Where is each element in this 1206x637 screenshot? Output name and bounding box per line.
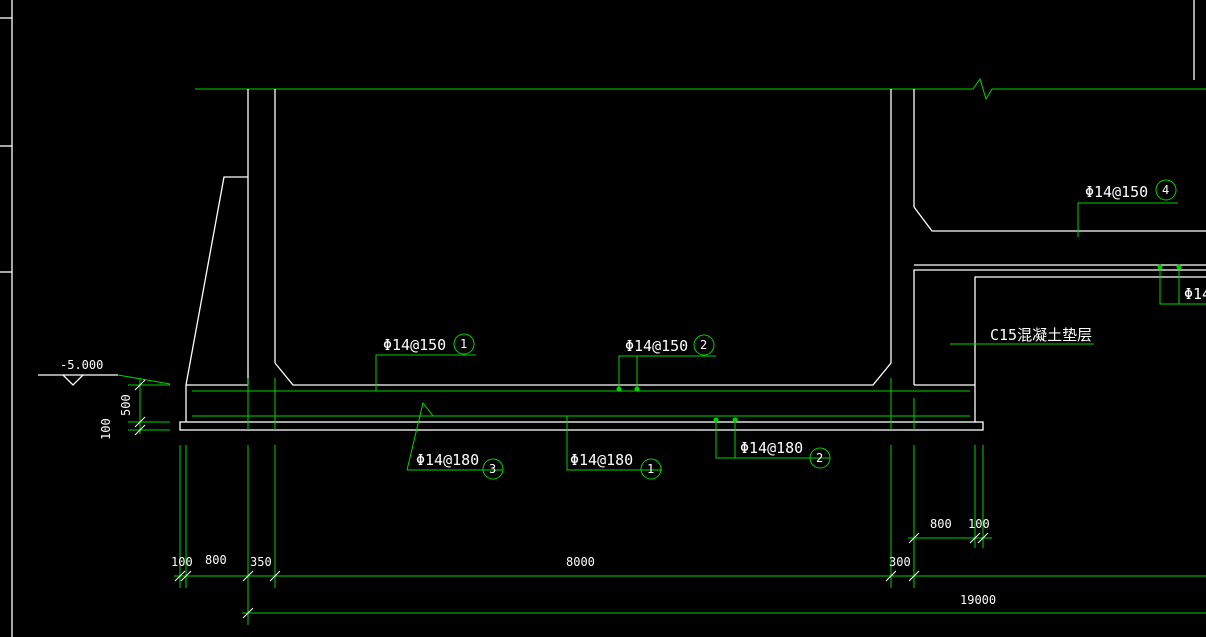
rebar-mark-r4: 4	[1162, 183, 1169, 197]
dim-cushion-thickness: 100	[99, 418, 113, 440]
rebar-label-r2-top: Φ14@150	[625, 337, 688, 355]
right-dimension	[908, 445, 992, 548]
pool-inner	[274, 89, 892, 386]
base-slab	[179, 384, 984, 431]
dim-350: 350	[250, 555, 272, 569]
left-wall	[247, 89, 276, 385]
layer-note: C15混凝土垫层	[990, 326, 1092, 344]
left-slope	[185, 176, 248, 386]
leader-r1-top	[375, 333, 476, 391]
dim-100-left: 100	[171, 555, 193, 569]
dim-100-right: 100	[968, 517, 990, 531]
dim-8000: 8000	[566, 555, 595, 569]
elevation-value: -5.000	[60, 358, 103, 372]
dim-800-right: 800	[930, 517, 952, 531]
rebar-label-r3-bot: Φ14@180	[416, 451, 479, 469]
rebar-label-r1-bot: Φ14@180	[570, 451, 633, 469]
bottom-dimension-chain	[174, 445, 1206, 625]
leader-r4	[1077, 179, 1178, 237]
rebar-mark-r2-bot: 2	[816, 451, 823, 465]
rebar-mark-r1-top: 1	[460, 337, 467, 351]
rebar-mark-r2-top: 2	[700, 338, 707, 352]
dim-19000: 19000	[960, 593, 996, 607]
rebar-mark-r3-bot: 3	[489, 462, 496, 476]
dim-800-left: 800	[205, 553, 227, 567]
elevation-marker	[38, 374, 171, 386]
right-chamber	[913, 264, 1206, 385]
rebar-lines	[192, 378, 970, 430]
rebar-mark-r1-bot: 1	[647, 462, 654, 476]
rebar-label-r1-top: Φ14@150	[383, 336, 446, 354]
top-break-line	[195, 77, 1206, 101]
rebar-label-r2-bot: Φ14@180	[740, 439, 803, 457]
rebar-label-r4: Φ14@150	[1085, 183, 1148, 201]
dim-300: 300	[889, 555, 911, 569]
frame-left	[0, 0, 13, 637]
leader-partial	[1157, 264, 1206, 305]
rebar-label-partial: Φ14	[1184, 285, 1206, 303]
leader-r2-bot	[713, 417, 831, 469]
dim-slab-thickness: 500	[119, 394, 133, 416]
leader-r3-bot	[406, 401, 504, 480]
vertical-dimension	[128, 378, 170, 436]
leader-r1-bot	[566, 416, 662, 480]
right-haunch	[913, 206, 1206, 232]
leader-r2-top	[616, 334, 716, 392]
